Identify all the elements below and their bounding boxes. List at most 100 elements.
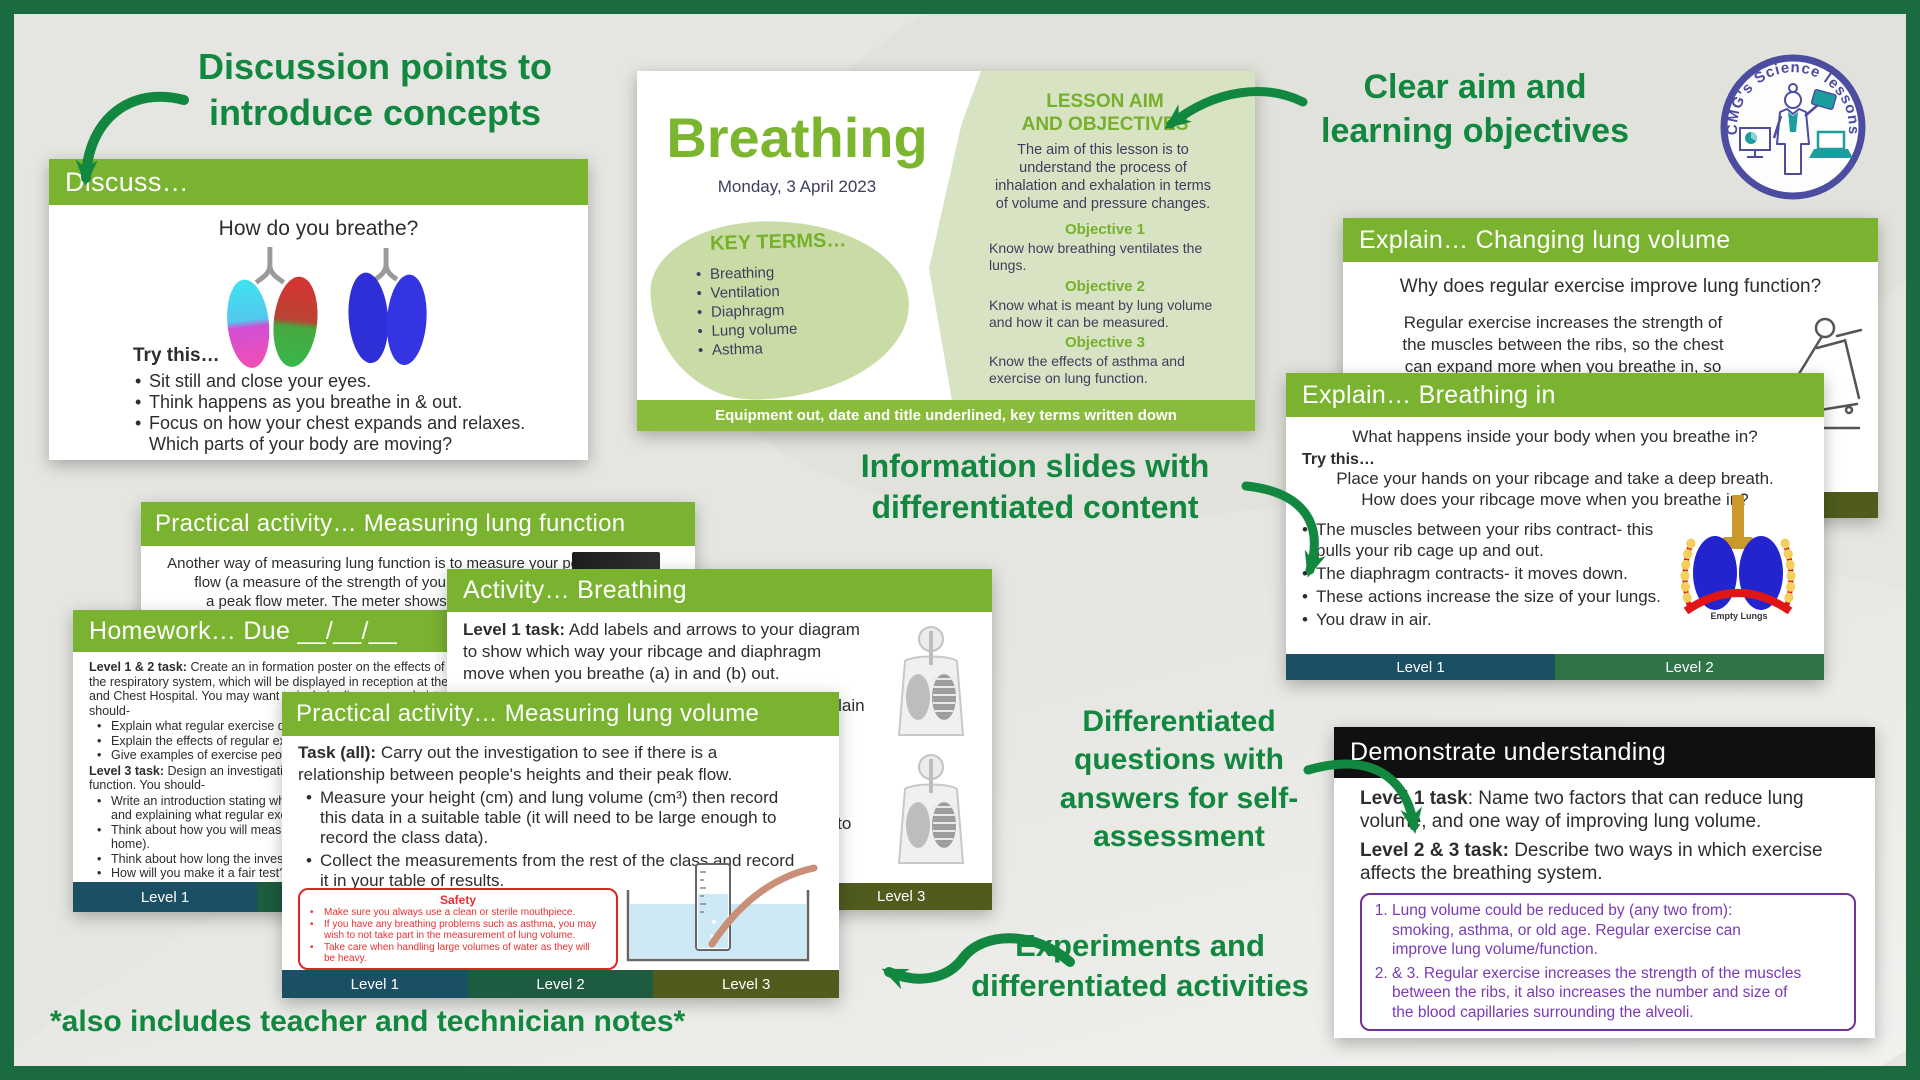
demonstrate-task2-text: Describe two ways in which exercise affe… bbox=[1360, 840, 1823, 884]
level-1-bar: Level 1 bbox=[1286, 654, 1555, 680]
homework-task12-label: Level 1 & 2 task: bbox=[89, 660, 187, 674]
objective-1-text: Know how breathing ventilates the lungs. bbox=[989, 240, 1203, 273]
key-terms-heading: KEY TERMS… bbox=[709, 229, 847, 255]
discuss-bullet: Focus on how your chest expands and rela… bbox=[133, 413, 573, 455]
annotation-line: answers for self- bbox=[1059, 781, 1299, 815]
discuss-bullet: Think happens as you breathe in & out. bbox=[133, 392, 573, 413]
level-1-bar: Level 1 bbox=[282, 970, 468, 998]
changing-volume-text: Regular exercise increases the strength … bbox=[1402, 313, 1724, 376]
demonstrate-task2: Level 2 & 3 task: Describe two ways in w… bbox=[1360, 839, 1860, 885]
level-2-bar: Level 2 bbox=[1555, 654, 1824, 680]
activity-task1-text: Add labels and arrows to your diagram to… bbox=[463, 620, 860, 683]
annotation-info-slides: Information slides with differentiated c… bbox=[815, 446, 1255, 528]
objective-1-label: Objective 1 bbox=[1064, 221, 1146, 238]
answer-item: & 3. Regular exercise increases the stre… bbox=[1392, 964, 1846, 1023]
level-2-bar: Level 2 bbox=[467, 970, 654, 998]
logo-laptop-icon bbox=[1809, 130, 1853, 158]
discuss-question: How do you breathe? bbox=[218, 217, 419, 240]
annotation-experiments: Experiments and differentiated activitie… bbox=[920, 926, 1360, 1005]
annotation-line: Information slides with bbox=[860, 448, 1210, 484]
activity-task1: Level 1 task: Add labels and arrows to y… bbox=[463, 619, 893, 685]
objective-2-text: Know what is meant by lung volume and ho… bbox=[989, 297, 1213, 330]
volume-bullets: Measure your height (cm) and lung volume… bbox=[304, 788, 834, 891]
slide-breathing-in: Explain… Breathing in What happens insid… bbox=[1286, 373, 1824, 680]
empty-lungs-illustration bbox=[1680, 495, 1796, 615]
demonstrate-header: Demonstrate understanding bbox=[1334, 727, 1875, 778]
annotation-line: differentiated content bbox=[871, 488, 1199, 525]
cmg-science-lessons-logo: CMG's Science lessons bbox=[1720, 54, 1866, 200]
discuss-try-label: Try this… bbox=[133, 345, 220, 366]
volume-bullet: Collect the measurements from the rest o… bbox=[304, 851, 834, 891]
lung-volume-apparatus-illustration bbox=[626, 863, 818, 962]
self-assessment-answers-box: Lung volume could be reduced by (any two… bbox=[1360, 893, 1856, 1031]
arrow-info-to-breathing-in bbox=[1241, 481, 1326, 578]
demonstrate-task2-label: Level 2 & 3 task: bbox=[1360, 840, 1509, 861]
homework-task3-label: Level 3 task: bbox=[89, 763, 165, 778]
breathing-in-bullet: The muscles between your ribs contract- … bbox=[1300, 519, 1690, 561]
empty-lungs-caption: Empty Lungs bbox=[1710, 611, 1768, 621]
safety-item: Make sure you always use a clean or ster… bbox=[308, 907, 608, 919]
lesson-title: Breathing bbox=[666, 106, 928, 169]
answers-list: Lung volume could be reduced by (any two… bbox=[1362, 901, 1854, 1022]
discuss-bullet: Sit still and close your eyes. bbox=[133, 371, 573, 392]
answer-item: Lung volume could be reduced by (any two… bbox=[1392, 901, 1846, 960]
changing-volume-question: Why does regular exercise improve lung f… bbox=[1399, 276, 1822, 297]
annotation-line: Clear aim and bbox=[1363, 68, 1587, 106]
homework-list2-item: How will you make it a fair test? bbox=[95, 866, 614, 881]
key-terms-list: Breathing Ventilation Diaphragm Lung vol… bbox=[694, 263, 798, 361]
breathing-in-level-bar: Level 1 Level 2 bbox=[1286, 654, 1824, 680]
colored-lungs-illustration bbox=[227, 246, 427, 368]
arrow-clear-aim-to-objectives bbox=[1164, 87, 1308, 129]
slide-measuring-lung-volume: Practical activity… Measuring lung volum… bbox=[282, 692, 839, 998]
title-slide-footer: Equipment out, date and title underlined… bbox=[637, 400, 1255, 431]
safety-box: Safety Make sure you always use a clean … bbox=[298, 888, 618, 970]
level-3-bar: Level 3 bbox=[653, 970, 839, 998]
changing-volume-header-label: Explain… Changing lung volume bbox=[1359, 225, 1731, 254]
demonstrate-task1: Level 1 task: Name two factors that can … bbox=[1360, 787, 1860, 833]
logo-teacher-figure bbox=[1772, 83, 1837, 175]
activity-header: Activity… Breathing bbox=[447, 569, 992, 612]
demonstrate-header-label: Demonstrate understanding bbox=[1350, 738, 1667, 766]
annotation-line: differentiated activities bbox=[971, 967, 1309, 1003]
homework-header-label: Homework… Due __/__/__ bbox=[89, 616, 398, 645]
breathing-in-bullet: The diaphragm contracts- it moves down. bbox=[1300, 563, 1690, 584]
safety-list: Make sure you always use a clean or ster… bbox=[308, 907, 608, 965]
arrow-questions-to-demonstrate bbox=[1303, 759, 1423, 834]
annotation-differentiated-questions: Differentiated questions with answers fo… bbox=[1028, 703, 1330, 857]
lung-volume-header-label: Practical activity… Measuring lung volum… bbox=[296, 700, 760, 727]
breathing-in-try-line2: How does your ribcage move when you brea… bbox=[1361, 490, 1749, 509]
logo-whiteboard-icon bbox=[1739, 127, 1771, 158]
breathing-in-try-label: Try this… bbox=[1302, 451, 1375, 468]
breathing-in-header-label: Explain… Breathing in bbox=[1302, 380, 1556, 409]
breathing-in-try-line1: Place your hands on your ribcage and tak… bbox=[1336, 469, 1774, 488]
volume-task-label: Task (all): bbox=[298, 743, 377, 762]
annotation-line: questions with bbox=[1074, 743, 1284, 777]
key-terms-panel: KEY TERMS… Breathing Ventilation Diaphra… bbox=[648, 217, 912, 403]
volume-task-text: Carry out the investigation to see if th… bbox=[298, 743, 733, 784]
slide-title-breathing: Breathing Monday, 3 April 2023 KEY TERMS… bbox=[637, 71, 1255, 431]
activity-task1-label: Level 1 task: bbox=[463, 620, 566, 639]
demonstrate-task1-text: : Name two factors that can reduce lung … bbox=[1360, 788, 1804, 832]
breathing-diagrams-illustration bbox=[897, 626, 965, 865]
aim-heading: LESSON AIM AND OBJECTIVES bbox=[1021, 91, 1189, 135]
objective-3-label: Objective 3 bbox=[1064, 334, 1146, 351]
objective-2-label: Objective 2 bbox=[1064, 278, 1146, 295]
lung-function-header-label: Practical activity… Measuring lung funct… bbox=[155, 510, 626, 537]
lung-volume-header: Practical activity… Measuring lung volum… bbox=[282, 692, 839, 736]
volume-level-bar: Level 1 Level 2 Level 3 bbox=[282, 970, 839, 998]
objective-3-text: Know the effects of asthma and exercise … bbox=[989, 353, 1185, 386]
breathing-in-bullets: The muscles between your ribs contract- … bbox=[1300, 519, 1690, 630]
safety-title: Safety bbox=[439, 893, 477, 907]
safety-item: Take care when handling large volumes of… bbox=[308, 942, 608, 965]
annotation-line: Discussion points to bbox=[197, 46, 553, 87]
slide-demonstrate-understanding: Demonstrate understanding Level 1 task: … bbox=[1334, 727, 1875, 1038]
activity-header-label: Activity… Breathing bbox=[463, 576, 687, 604]
annotation-line: assessment bbox=[1093, 820, 1265, 854]
annotation-clear-aim: Clear aim and learning objectives bbox=[1270, 66, 1680, 153]
annotation-discussion-points: Discussion points to introduce concepts bbox=[150, 44, 600, 136]
aim-text: The aim of this lesson is to understand … bbox=[994, 142, 1212, 212]
annotation-footnote: *also includes teacher and technician no… bbox=[50, 1003, 810, 1041]
discuss-bullets: Sit still and close your eyes. Think hap… bbox=[133, 371, 573, 455]
demonstrate-task1-label: Level 1 task bbox=[1360, 788, 1468, 809]
